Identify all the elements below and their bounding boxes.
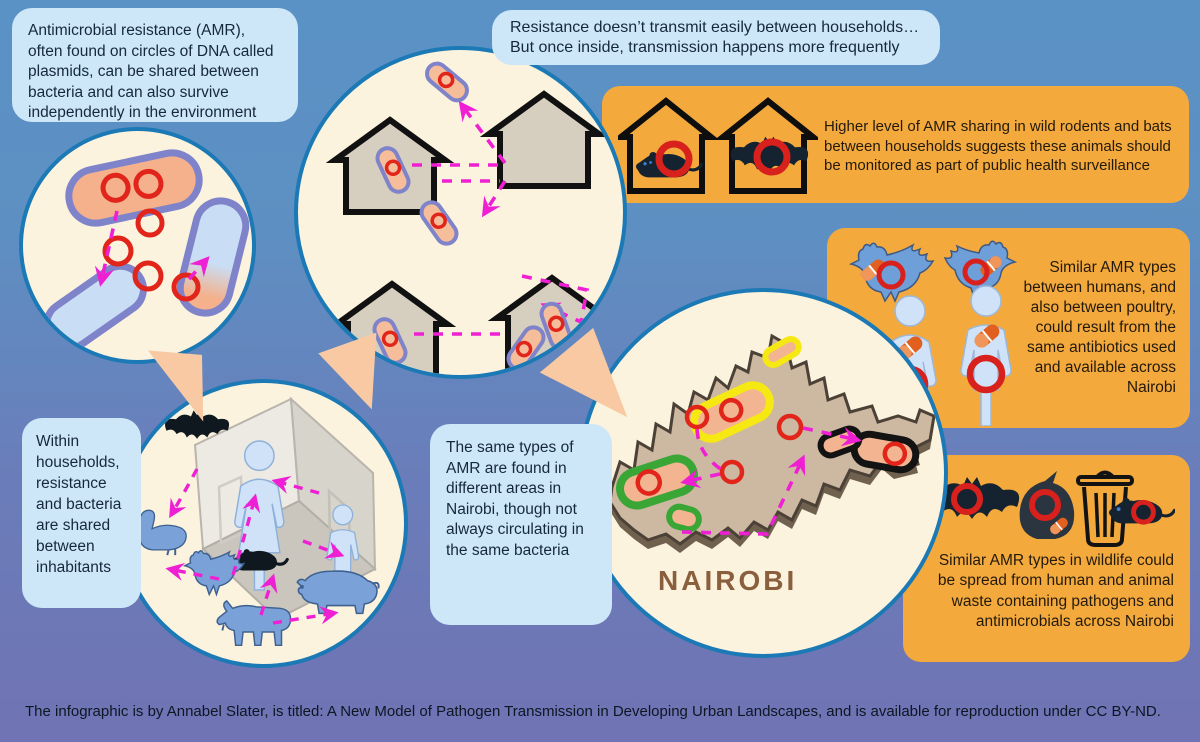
bacterium-icon [762, 336, 802, 368]
panel-wildlife-waste: Similar AMR types in wildlife could be s… [903, 455, 1190, 662]
household-illustration [130, 396, 380, 647]
plasmid-ring-icon [718, 397, 744, 423]
pill-icon [859, 259, 885, 281]
transfer-arrow-icon [259, 573, 278, 616]
transfer-arrow-icon [680, 469, 721, 489]
transfer-arrow-icon [169, 468, 199, 519]
house-bat-icon [714, 97, 818, 194]
plasmid-ring-icon [684, 404, 710, 430]
transfer-arrow-icon [302, 539, 345, 559]
plasmids-circle [19, 127, 256, 364]
pill-icon [1050, 517, 1068, 535]
bacterium-icon [425, 61, 469, 103]
plasmid-ring-icon [515, 340, 533, 358]
plasmid-ring-icon [132, 260, 164, 292]
rat-icon [1108, 497, 1175, 525]
goat-icon [216, 599, 292, 647]
transfer-arrow-icon [187, 256, 210, 281]
plasmid-ring-icon [100, 172, 131, 203]
plasmid-ring-icon [951, 483, 983, 515]
transfer-arrow-icon [695, 428, 724, 472]
callout-same-types: The same types of AMR are found in diffe… [430, 424, 612, 625]
bacterium-icon [375, 146, 411, 194]
house-rat-icon [618, 97, 720, 194]
plasmid-ring-icon [882, 441, 908, 466]
attribution-caption: The infographic is by Annabel Slater, is… [25, 703, 1161, 720]
plasmid-ring-icon [655, 140, 693, 178]
rooster-icon [182, 550, 246, 597]
plasmid-ring-icon [171, 272, 201, 302]
hen-icon [943, 240, 1018, 300]
plasmid-ring-icon [437, 71, 455, 89]
transfer-arrow-icon [271, 475, 320, 495]
transfer-arrow-icon [481, 180, 507, 218]
callout-transmission: Resistance doesn’t transmit easily betwe… [492, 10, 940, 65]
bacterium-icon [65, 149, 203, 227]
panel-rodents-bats: Higher level of AMR sharing in wild rode… [602, 86, 1189, 203]
bacterium-icon [419, 200, 459, 246]
plasmid-ring-icon [135, 208, 165, 238]
plasmid-ring-icon [962, 258, 990, 286]
plasmid-ring-icon [753, 138, 791, 176]
transfer-arrow-icon [94, 210, 119, 287]
transfer-arrow-icon [802, 426, 862, 447]
plasmid-ring-icon [776, 413, 804, 441]
plasmid-ring-icon [133, 168, 164, 199]
bacterium-icon [372, 317, 408, 365]
transfer-arrow-icon [681, 454, 806, 536]
transfer-arrow-icon [165, 562, 220, 581]
plasmids-illustration [43, 149, 250, 352]
panel-rodents-text: Higher level of AMR sharing in wild rode… [824, 118, 1172, 174]
panel-poultry-text: Similar AMR types between humans, and al… [1023, 258, 1176, 397]
plasmid-ring-icon [1029, 489, 1061, 521]
transfer-arrow-icon [458, 100, 507, 165]
plasmid-ring-icon [381, 330, 399, 348]
callout-within-text: Within households, resistance and bacter… [36, 433, 122, 576]
houses-illustration [325, 61, 617, 375]
plasmid-ring-icon [384, 159, 402, 177]
bacterium-icon [506, 325, 546, 371]
household-circle [119, 379, 408, 668]
callout-plasmids-text: Antimicrobial resistance (AMR), often fo… [28, 22, 274, 122]
callout-same-types-text: The same types of AMR are found in diffe… [446, 439, 584, 560]
nairobi-label: NAIROBI [658, 565, 797, 596]
bat-icon [164, 410, 230, 439]
callout-plasmids: Antimicrobial resistance (AMR), often fo… [12, 8, 298, 122]
bat-icon [924, 477, 1020, 519]
callout-transmission-line2: But once inside, transmission happens mo… [510, 39, 900, 56]
bacterium-icon [666, 503, 702, 533]
houses-circle [294, 46, 627, 379]
nairobi-map-illustration: NAIROBI [608, 333, 936, 596]
pill-icon [974, 324, 1000, 348]
plasmid-ring-icon [719, 459, 745, 485]
plasmid-ring-icon [1131, 499, 1156, 525]
pig-icon [296, 570, 380, 615]
house-animal-icons [618, 97, 818, 194]
waste-bag-icon [1019, 471, 1075, 539]
rat-icon [232, 549, 289, 571]
plasmid-ring-icon [548, 315, 565, 333]
plasmid-ring-icon [102, 235, 134, 267]
nairobi-circle: NAIROBI [578, 288, 948, 658]
transfer-arrow-icon [272, 606, 339, 625]
callout-transmission-line1: Resistance doesn’t transmit easily betwe… [510, 19, 920, 36]
callout-within-households: Within households, resistance and bacter… [22, 418, 141, 608]
plasmid-ring-icon [635, 469, 663, 496]
wildlife-waste-icons [924, 470, 1175, 547]
plasmid-ring-icon [876, 260, 906, 290]
transfer-arrow-icon [231, 493, 261, 576]
panel-wildlife-text: Similar AMR types in wildlife could be s… [937, 551, 1174, 631]
rooster-icon [848, 242, 935, 303]
plasmid-ring-icon [966, 354, 1006, 394]
plasmid-ring-icon [430, 212, 447, 230]
man-icon [960, 285, 1012, 426]
house-icon [479, 90, 609, 189]
nairobi-map-icon [608, 333, 936, 553]
